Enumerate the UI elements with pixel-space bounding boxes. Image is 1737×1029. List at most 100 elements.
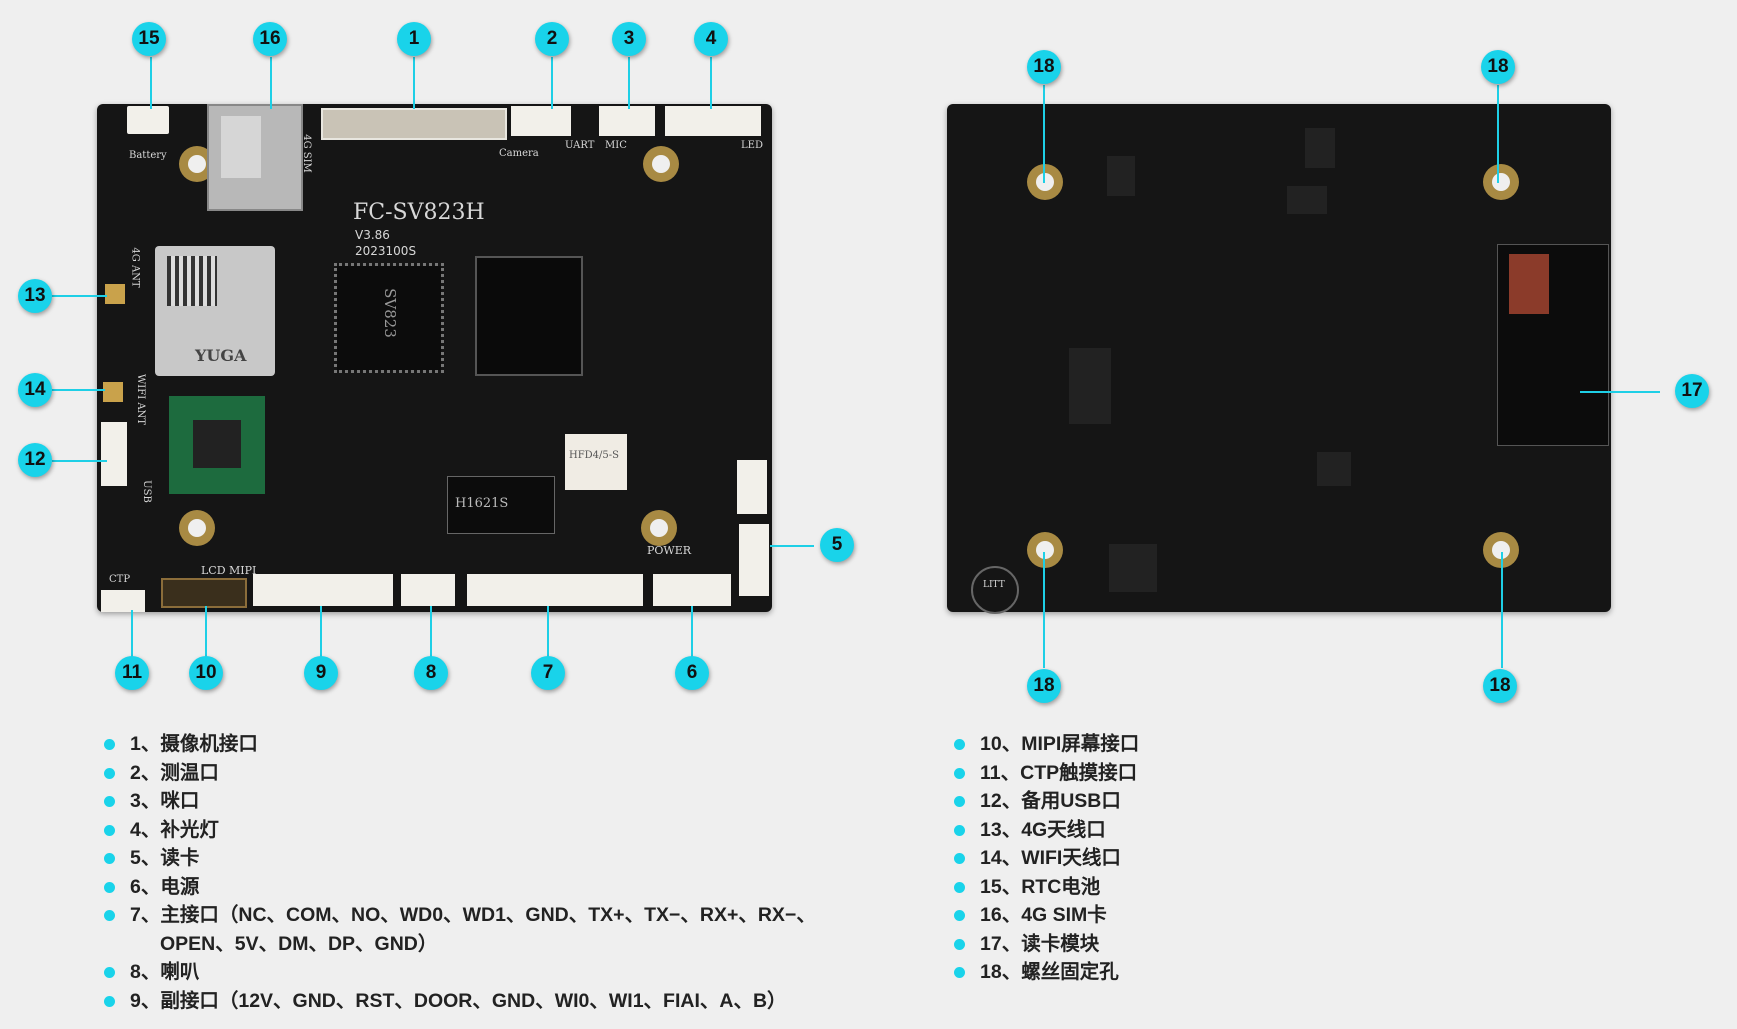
leader-line-8	[430, 606, 432, 664]
mounting-hole	[1027, 532, 1063, 568]
legend-number: 14、	[980, 847, 1022, 869]
callout-12: 12	[18, 443, 52, 477]
legend-number: 18、	[980, 961, 1022, 983]
qr-code	[167, 256, 217, 306]
callout-9: 9	[304, 656, 338, 690]
leader-line-15	[150, 57, 152, 109]
leader-line-11	[131, 610, 133, 664]
lcd-mipi-label: LCD MIPI	[201, 564, 257, 577]
legend-text-continued: OPEN、5V、DM、DP、GND）	[160, 932, 438, 955]
aux-connector	[253, 574, 393, 606]
usb-label: USB	[140, 480, 152, 503]
legend-text: RTC电池	[1021, 875, 1101, 898]
leader-line-6	[691, 606, 693, 664]
legend-left: 1、摄像机接口 2、测温口 3、咪口 4、补光灯 5、读卡 6、电源 7、主接口…	[104, 730, 864, 1015]
legend-text: CTP触摸接口	[1020, 761, 1138, 784]
card-reader-connector-b	[739, 524, 769, 596]
power-label: POWER	[647, 544, 692, 557]
legend-text: 4G SIM卡	[1021, 904, 1107, 926]
leader-line-5	[770, 545, 814, 547]
mic-label: MIC	[605, 140, 627, 151]
leader-line-18	[1501, 552, 1503, 668]
legend-item: 12、备用USB口	[954, 787, 1454, 816]
bullet-dot	[104, 824, 115, 836]
legend-number: 13、	[980, 818, 1022, 841]
leader-line-12	[52, 460, 107, 462]
led-label: LED	[741, 140, 763, 151]
legend-right: 10、MIPI屏幕接口 11、CTP触摸接口 12、备用USB口 13、4G天线…	[954, 730, 1454, 987]
legend-number: 9、	[130, 989, 161, 1012]
battery-label: Battery	[129, 150, 167, 161]
relay-label: HFD4/5-S	[569, 450, 619, 461]
leader-line-1	[413, 57, 415, 109]
legend-item: 15、RTC电池	[954, 873, 1454, 902]
soc-chip	[334, 263, 444, 373]
bullet-dot	[954, 796, 965, 807]
callout-3: 3	[612, 22, 646, 56]
legend-item: 2、测温口	[104, 759, 864, 788]
bullet-dot	[954, 881, 965, 893]
yuga-label: YUGA	[195, 346, 247, 365]
legend-number: 1、	[130, 733, 161, 755]
callout-5: 5	[820, 528, 854, 562]
lcd-mipi-connector	[161, 578, 247, 608]
legend-item: 18、螺丝固定孔	[954, 958, 1454, 987]
callout-2: 2	[535, 22, 569, 56]
leader-line-18	[1043, 85, 1045, 183]
model-label: FC-SV823H	[353, 200, 485, 225]
legend-number: 2、	[130, 761, 161, 784]
callout-10: 10	[189, 656, 223, 690]
legend-text: 螺丝固定孔	[1021, 961, 1119, 983]
mounting-hole	[643, 146, 679, 182]
ctp-label: CTP	[109, 574, 131, 585]
legend-text: 补光灯	[160, 818, 219, 841]
legend-text: 读卡模块	[1021, 932, 1100, 955]
4g-antenna-pad	[105, 284, 125, 304]
mic-connector	[599, 106, 655, 136]
wifi-chip	[193, 420, 241, 468]
mounting-hole	[1483, 164, 1519, 200]
bullet-dot	[104, 739, 115, 750]
bullet-dot	[104, 853, 115, 864]
legend-item: 13、4G天线口	[954, 816, 1454, 845]
ic-chip	[1069, 348, 1111, 424]
bullet-dot	[104, 767, 115, 779]
leader-line-10	[205, 606, 207, 664]
legend-number: 10、	[980, 733, 1022, 755]
legend-item: 17、读卡模块	[954, 930, 1454, 959]
callout-14: 14	[18, 373, 52, 407]
soc-label: SV823	[380, 288, 399, 338]
legend-item: 4、补光灯	[104, 816, 864, 845]
legend-text: 主接口（NC、COM、NO、WD0、WD1、GND、TX+、TX−、RX+、RX…	[160, 904, 816, 926]
bullet-dot	[954, 853, 965, 864]
mounting-hole	[641, 510, 677, 546]
legend-number: 16、	[980, 904, 1022, 926]
legend-text: 测温口	[160, 761, 219, 784]
leader-line-4	[710, 57, 712, 109]
card-reader-coil	[1509, 254, 1549, 314]
ic-chip	[1305, 128, 1335, 168]
legend-number: 15、	[980, 875, 1022, 898]
uart-connector	[511, 106, 571, 136]
bullet-dot	[104, 967, 115, 978]
legend-number: 11、	[980, 761, 1021, 784]
legend-item: 7、主接口（NC、COM、NO、WD0、WD1、GND、TX+、TX−、RX+、…	[104, 901, 864, 958]
legend-number: 8、	[130, 961, 161, 983]
bullet-dot	[954, 824, 965, 836]
uart-label: UART	[565, 140, 595, 151]
ic-chip	[1287, 186, 1327, 214]
mounting-hole	[179, 510, 215, 546]
memory-chip	[475, 256, 583, 376]
wifi-antenna-pad	[103, 382, 123, 402]
leader-line-3	[628, 57, 630, 109]
callout-16: 16	[253, 22, 287, 56]
bullet-dot	[954, 767, 965, 779]
legend-item: 9、副接口（12V、GND、RST、DOOR、GND、WI0、WI1、FIAI、…	[104, 987, 864, 1016]
bullet-dot	[104, 881, 115, 893]
mounting-hole	[1027, 164, 1063, 200]
leader-line-17	[1580, 391, 1660, 393]
leader-line-18	[1497, 85, 1499, 183]
bullet-dot	[954, 910, 965, 921]
bullet-dot	[954, 739, 965, 750]
transformer-chip	[447, 476, 555, 534]
